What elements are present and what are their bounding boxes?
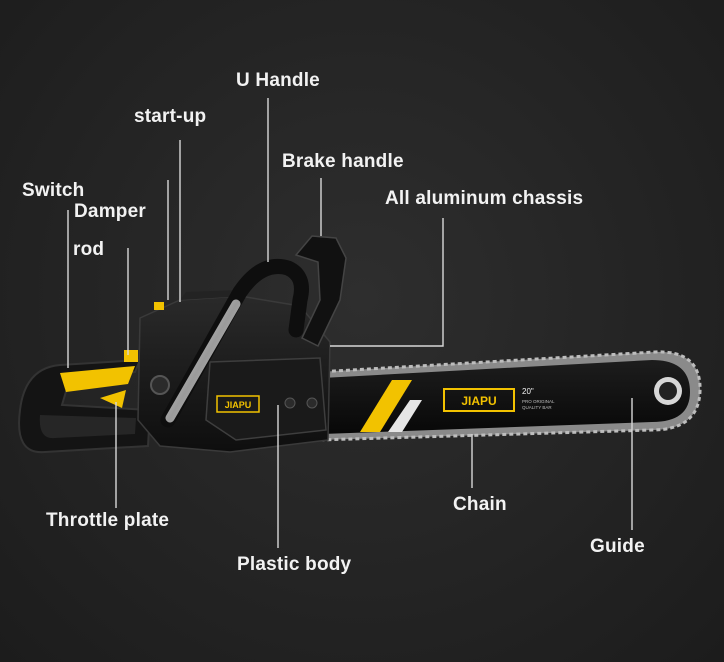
bar-yellow-stripe [360,380,412,432]
yellow-throttle-lock [100,390,126,408]
chrome-handle-guard [165,299,241,423]
bar-fine-print-1: PRO ORIGINAL [522,399,555,404]
guide-bar [316,350,702,442]
label-all-aluminum-chassis: All aluminum chassis [385,188,584,209]
label-throttle-plate: Throttle plate [46,510,170,531]
bar-fine-print-2: QUALITY BAR [522,405,552,410]
switch-trigger [60,366,135,392]
body-logo-box [216,395,260,413]
label-plastic-body: Plastic body [237,554,352,575]
leader-chassis [330,218,444,347]
engine-body [137,290,331,453]
label-damper: Damper [74,201,146,222]
rear-handle [18,350,152,454]
label-switch: Switch [22,180,85,201]
brake-handle [294,235,347,348]
leader-lines [67,98,633,548]
bar-brand-text: JIAPU [461,394,496,408]
body-brand-text: JIAPU [225,400,252,410]
label-brake-handle: Brake handle [282,151,404,172]
label-start-up: start-up [134,106,207,127]
bar-size-text: 20" [522,387,534,396]
bar-logo-box [443,388,515,412]
label-rod: rod [73,239,105,260]
u-handle [160,259,309,428]
label-guide: Guide [590,536,645,557]
label-chain: Chain [453,494,507,515]
label-u-handle: U Handle [236,70,320,91]
